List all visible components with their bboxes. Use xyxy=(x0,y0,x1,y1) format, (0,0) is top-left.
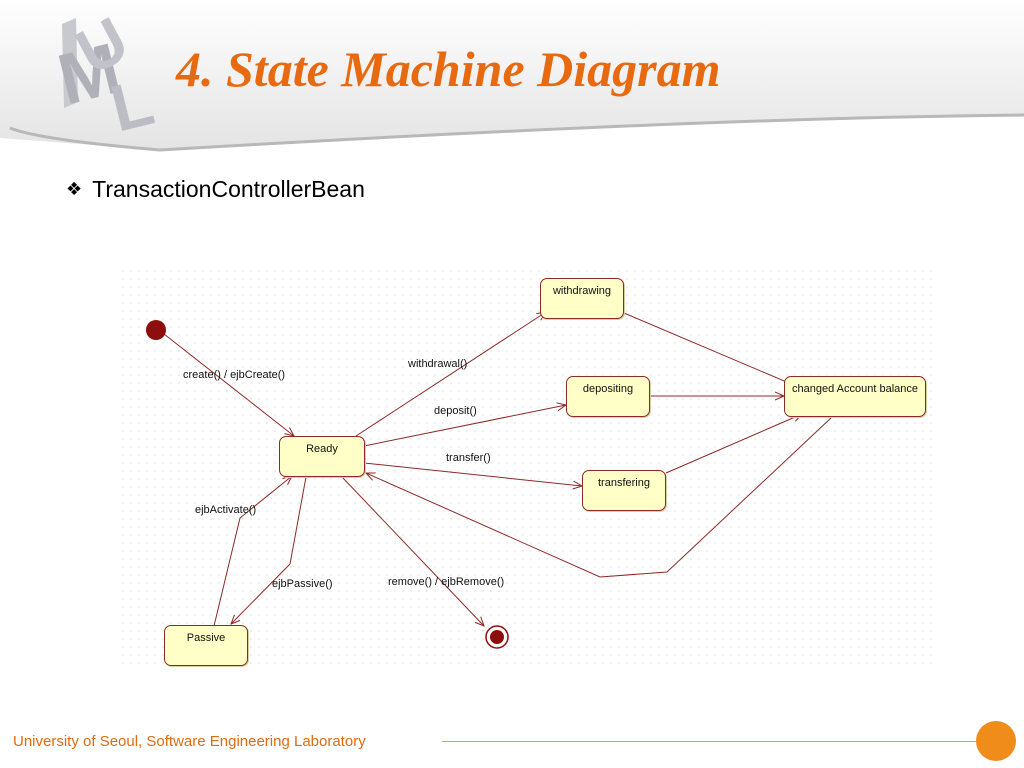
edge-remove xyxy=(341,476,484,626)
initial-state xyxy=(146,320,166,340)
diagram-canvas xyxy=(122,270,934,670)
edge-withdrawal xyxy=(355,312,546,437)
footer-orange-dot xyxy=(976,721,1016,761)
edge-changed-ready xyxy=(366,416,833,578)
edge-passivate xyxy=(289,476,307,565)
slide-title: 4. State Machine Diagram xyxy=(176,41,721,97)
state-changed-account-balance: changed Account balance xyxy=(784,376,926,417)
state-ready: Ready xyxy=(279,436,365,477)
final-state xyxy=(485,625,509,649)
edge-passivate-tail xyxy=(231,563,291,624)
label-deposit: deposit() xyxy=(434,405,477,417)
footer-text: University of Seoul, Software Engineerin… xyxy=(13,733,366,750)
edge-deposit xyxy=(363,405,566,447)
edge-activate xyxy=(213,476,292,627)
edge-withdrawing-changed xyxy=(623,312,796,386)
edge-transfering-changed xyxy=(665,414,802,474)
state-machine-diagram: Ready withdrawing depositing transfering… xyxy=(122,270,934,670)
label-withdrawal: withdrawal() xyxy=(408,358,468,370)
header-band: M U L xyxy=(0,0,1024,152)
bullet-item: ❖ TransactionControllerBean xyxy=(66,176,365,203)
diamond-bullet-icon: ❖ xyxy=(66,179,83,200)
edge-transfer xyxy=(363,462,582,486)
state-passive: Passive xyxy=(164,625,248,666)
label-transfer: transfer() xyxy=(446,452,491,464)
bullet-text: TransactionControllerBean xyxy=(92,176,365,202)
label-remove: remove() / ejbRemove() xyxy=(388,576,505,588)
state-withdrawing: withdrawing xyxy=(540,278,624,319)
label-ejbactivate: ejbActivate() xyxy=(195,504,257,516)
label-create: create() / ejbCreate() xyxy=(183,369,286,381)
label-ejbpassive: ejbPassive() xyxy=(272,578,333,590)
state-transfering: transfering xyxy=(582,470,666,511)
footer-rule xyxy=(442,741,980,742)
edge-create xyxy=(163,333,294,436)
dotted-grid xyxy=(122,270,934,670)
state-depositing: depositing xyxy=(566,376,650,417)
